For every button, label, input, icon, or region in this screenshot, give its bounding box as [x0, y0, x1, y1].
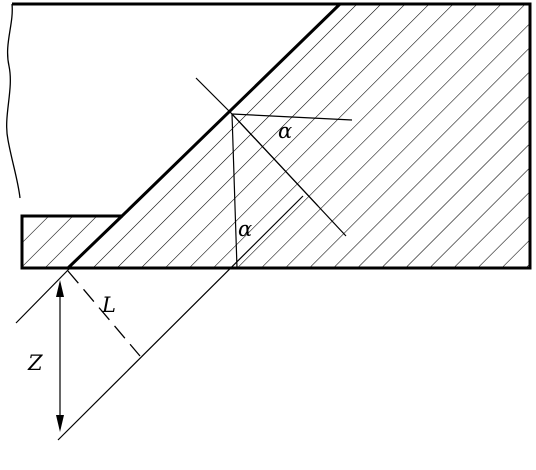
bevel-reference-line — [195, 77, 233, 115]
corner-leader-line — [15, 267, 71, 324]
alpha-label-top: α — [278, 119, 292, 143]
bevel-face-lower — [66, 214, 124, 270]
break-line — [6, 3, 21, 199]
depth-arrow-up — [56, 280, 64, 297]
vertical-ray-line — [231, 113, 238, 269]
extension-diagonal — [57, 195, 304, 441]
parallel-ray-line — [231, 113, 319, 207]
alpha-label-mid: α — [238, 217, 252, 241]
length-label: L — [101, 293, 116, 317]
depth-label: Z — [27, 351, 43, 375]
hatched-section — [22, 4, 530, 268]
angle-reference-line — [231, 113, 353, 121]
depth-arrow-down — [56, 415, 64, 432]
dashed-perpendicular — [67, 270, 141, 357]
